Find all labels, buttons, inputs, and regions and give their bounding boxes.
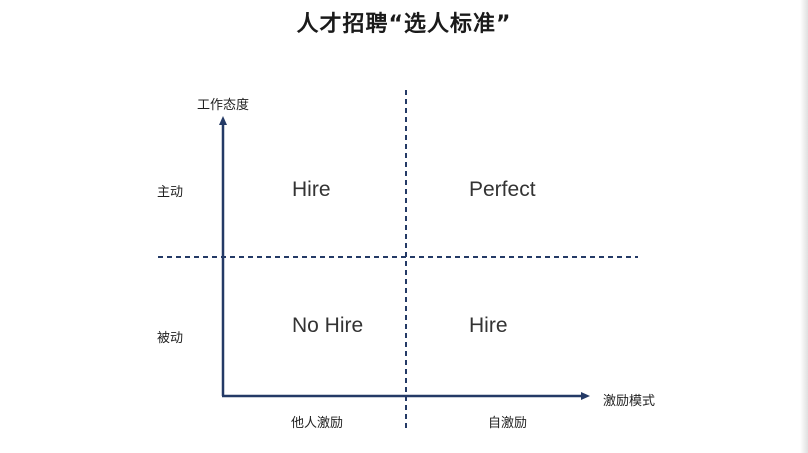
x-category-self: 自激励 <box>488 416 528 431</box>
quadrant-bottom-right: Hire <box>469 314 508 337</box>
diagram-title: 人才招聘“选人标准” <box>296 12 512 37</box>
quadrant-bottom-left: No Hire <box>292 314 364 337</box>
y-axis-label: 工作态度 <box>197 98 250 113</box>
quadrant-top-right: Perfect <box>469 178 536 201</box>
x-category-external: 他人激励 <box>291 416 344 431</box>
y-category-passive: 被动 <box>157 331 184 346</box>
quadrant-top-left: Hire <box>292 178 331 201</box>
edge-shadow <box>800 0 808 453</box>
y-category-active: 主动 <box>157 185 184 200</box>
x-axis-label: 激励模式 <box>603 394 656 409</box>
